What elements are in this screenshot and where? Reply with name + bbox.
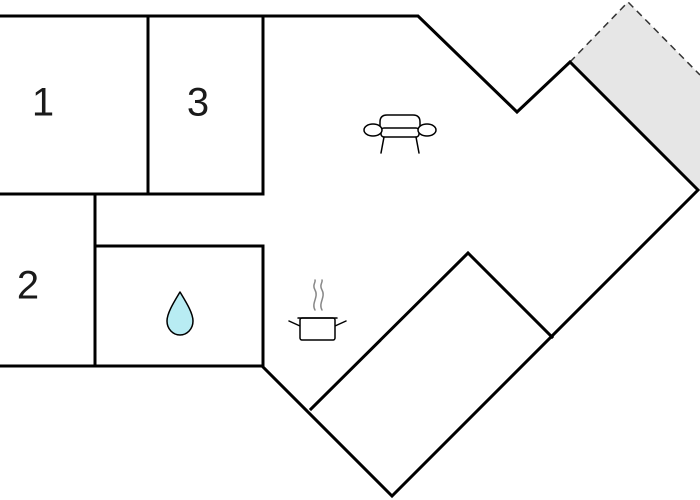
water-drop-icon <box>166 291 194 336</box>
room-3-label: 3 <box>187 81 209 125</box>
terrace-dashed-edge <box>569 0 700 76</box>
cooking-pot-icon <box>288 279 347 341</box>
room-1-label: 1 <box>32 81 54 125</box>
terrace <box>569 0 700 190</box>
armchair-icon <box>363 114 437 154</box>
room-2-label: 2 <box>17 264 39 308</box>
terrace-area <box>570 2 700 190</box>
outer-wall <box>0 14 700 499</box>
walls <box>0 14 700 499</box>
wall-alcove <box>308 250 555 412</box>
